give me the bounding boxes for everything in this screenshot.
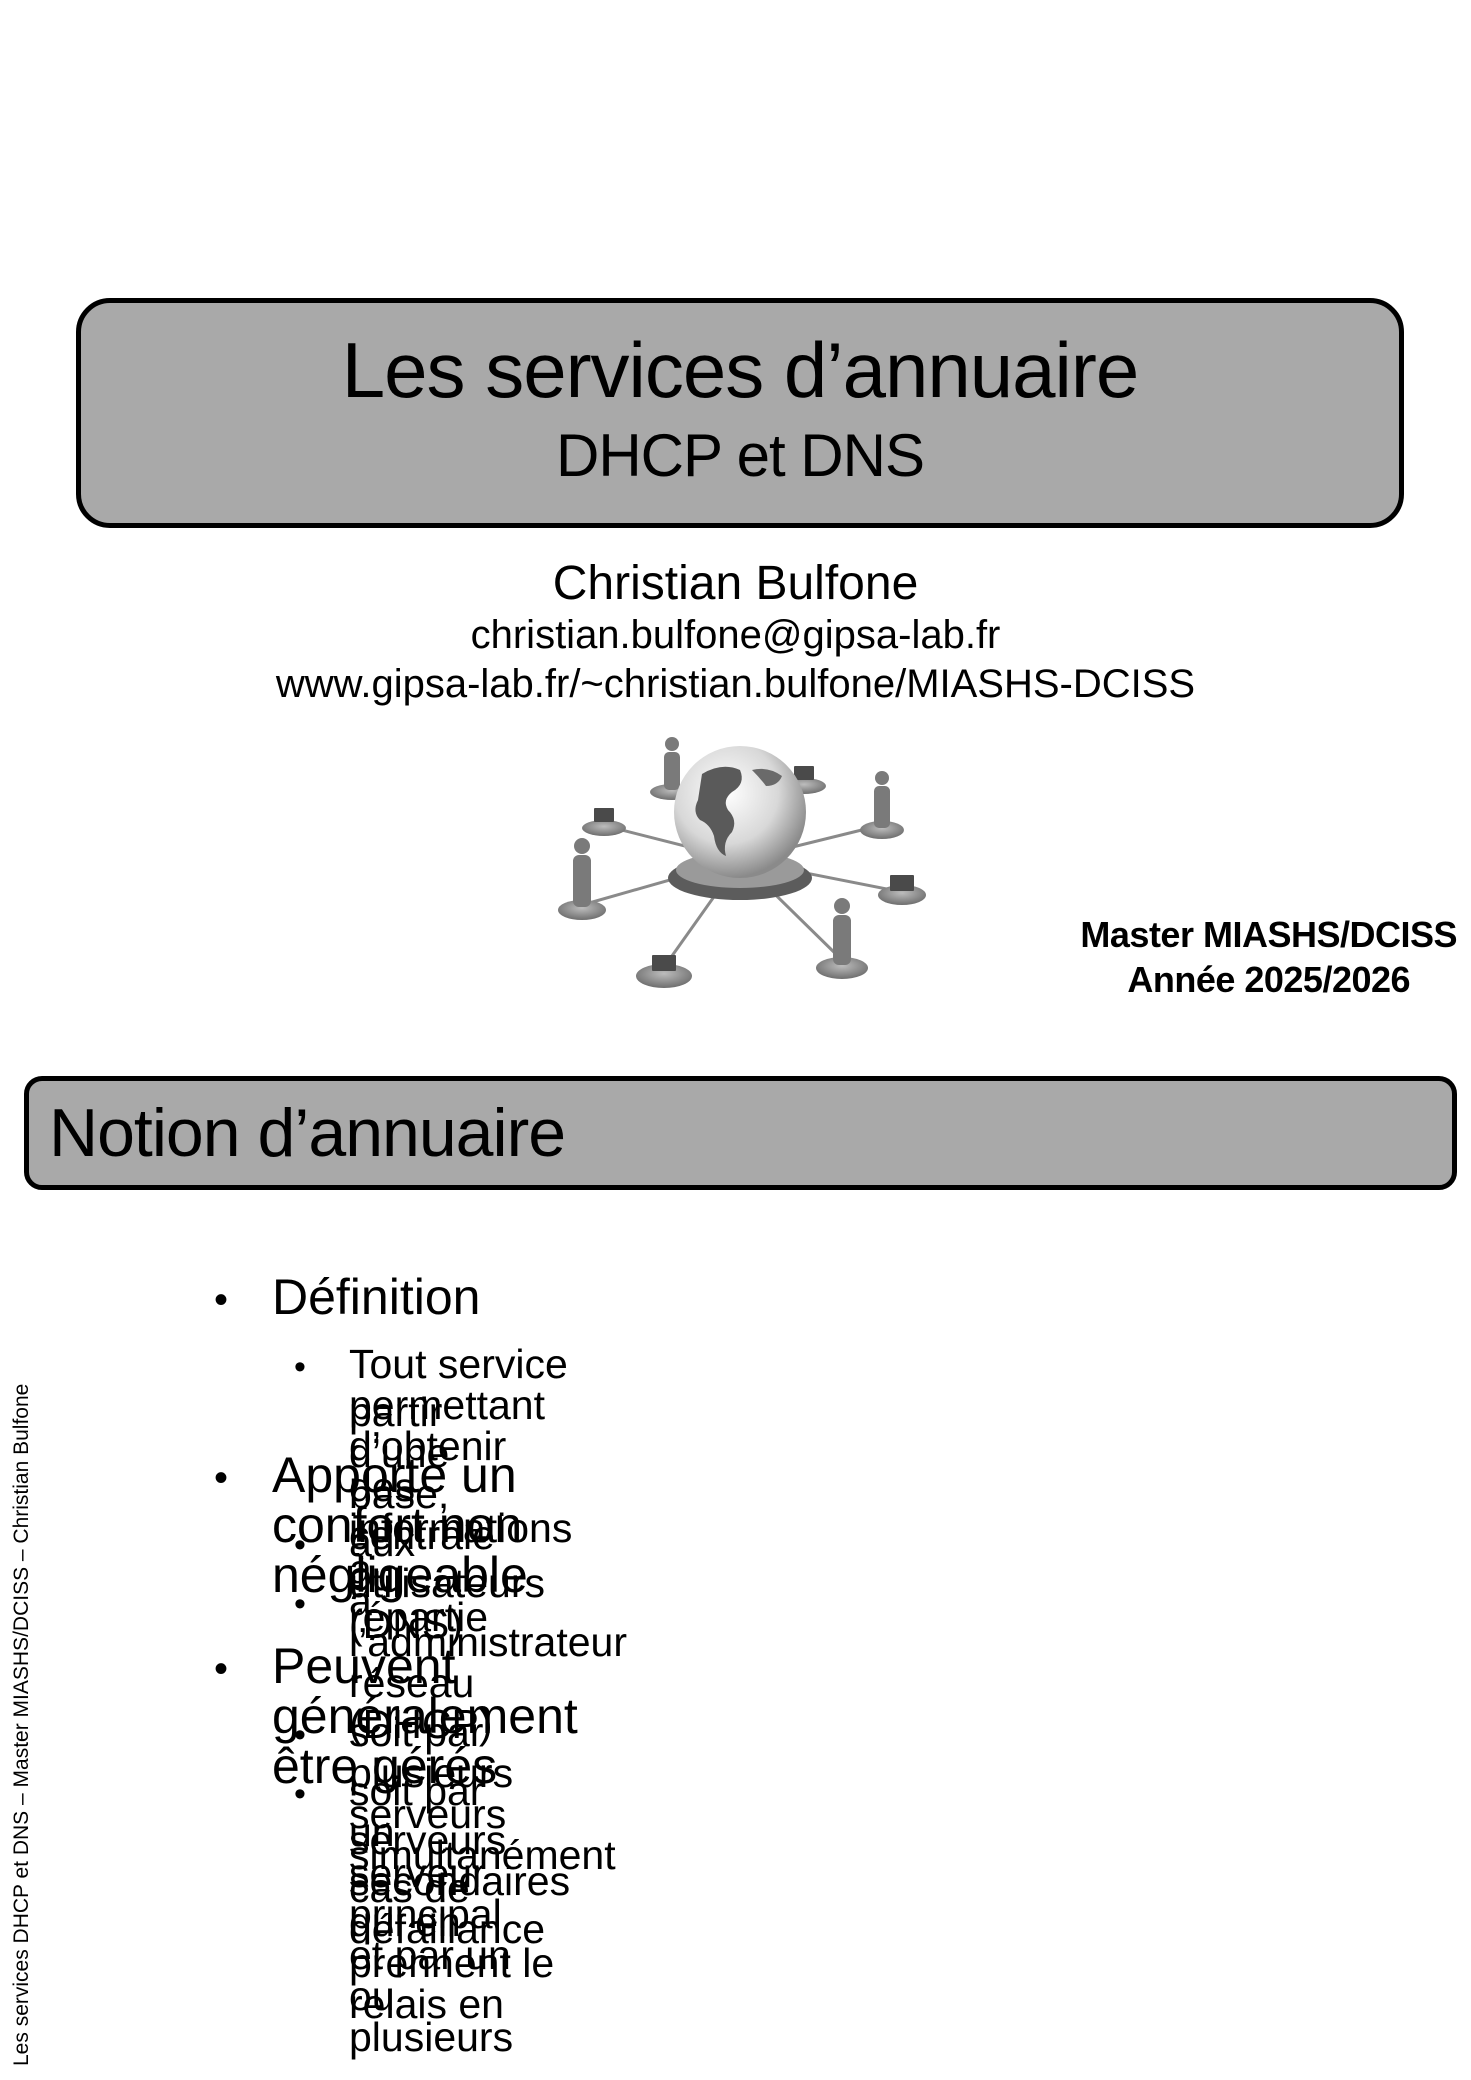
sub-bullet-item-continued: serveurs secondaires qui en prennent le … <box>349 1817 571 2027</box>
author-name: Christian Bulfone <box>552 557 919 610</box>
bullet-marker: • <box>214 1456 229 1500</box>
sub-bullet-item: aux utilisateurs (DNS) <box>349 1519 545 1647</box>
sub-bullet-marker: • <box>294 1526 306 1564</box>
sub-bullet-item-continued: cas de défaillance <box>349 1865 546 1952</box>
network-globe-illustration <box>552 730 928 1014</box>
sub-bullet-marker: • <box>294 1716 306 1754</box>
sub-bullet-item: soit par un serveur principal et par un … <box>349 1768 514 2060</box>
section-title-box: Notion d’annuaire <box>24 1076 1457 1190</box>
sub-bullet-marker: • <box>294 1348 306 1386</box>
sub-bullet-item: Tout service permettant d’obtenir des in… <box>349 1341 573 1592</box>
author-email: christian.bulfone@gipsa-lab.fr <box>470 613 1001 657</box>
globe-icon <box>674 746 806 878</box>
author-url: www.gipsa-lab.fr/~christian.bulfone/MIAS… <box>275 662 1196 706</box>
slide-subtitle: DHCP et DNS <box>556 422 925 489</box>
sub-bullet-marker: • <box>294 1585 306 1623</box>
vertical-footer: Les services DHCP et DNS – Master MIASHS… <box>10 1383 33 2066</box>
laptop-icons <box>594 766 914 971</box>
person-icons <box>573 737 890 965</box>
program-name: Master MIASHS/DCISS <box>1080 914 1457 955</box>
bullet-marker: • <box>214 1278 229 1322</box>
section-title: Notion d’annuaire <box>49 1095 566 1171</box>
sub-bullet-item: à l’administrateur réseau (DHCP) <box>349 1578 627 1747</box>
title-box: Les services d’annuaire DHCP et DNS <box>76 298 1404 528</box>
sub-bullet-item-continued: partir d’une base, centrale ou répartie <box>349 1389 495 1640</box>
academic-year: Année 2025/2026 <box>1127 959 1411 1000</box>
bullet-marker: • <box>214 1647 229 1691</box>
bullet-item: Définition <box>272 1269 481 1325</box>
program-info: Master MIASHS/DCISS Année 2025/2026 <box>1080 917 1457 998</box>
bullet-item: Peuvent généralement être gérés <box>272 1638 578 1794</box>
bullet-item: Apporte un confort non négligeable <box>272 1447 528 1603</box>
sub-bullet-marker: • <box>294 1775 306 1813</box>
sub-bullet-item: soit par plusieurs serveurs simultanémen… <box>349 1709 616 1878</box>
slide-title: Les services d’annuaire <box>341 326 1139 414</box>
